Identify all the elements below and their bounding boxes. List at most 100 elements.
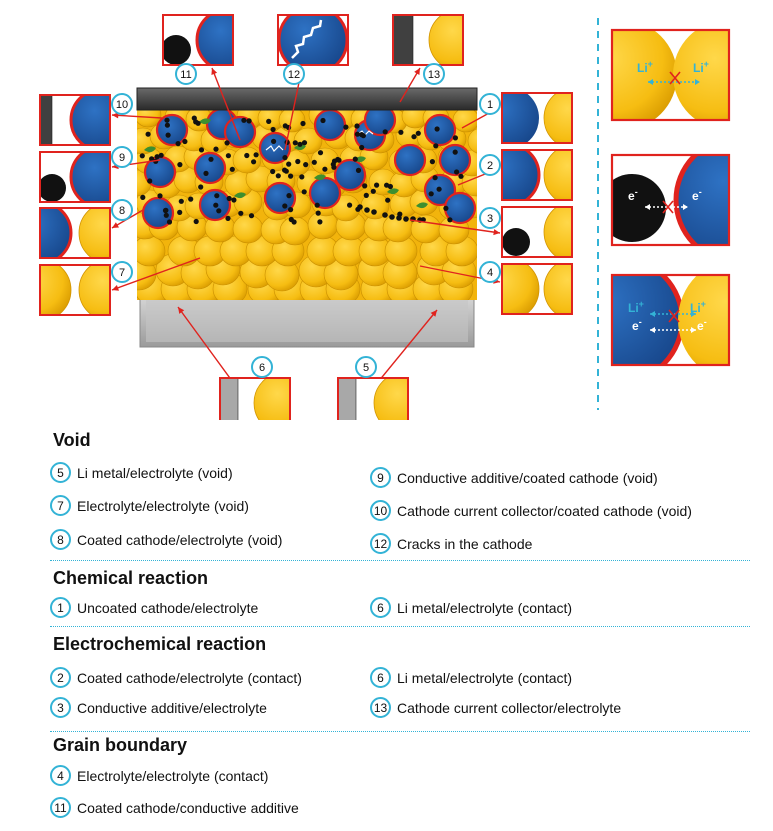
- mechanism-panels: Li+Li+e-e-Li+Li+e-e-: [610, 28, 731, 367]
- crack-line: [265, 145, 284, 152]
- conductive-additive-dot: [251, 159, 257, 165]
- conductive-additive-dot: [275, 173, 281, 179]
- cracked-cathode-particle: [278, 15, 348, 65]
- electron-label: e-: [697, 317, 707, 333]
- callout-number: 10: [116, 99, 128, 111]
- coated-cathode-particle: [673, 155, 729, 245]
- conductive-additive-dot: [447, 217, 453, 223]
- callout-number: 5: [363, 362, 369, 374]
- legend-label: Li metal/electrolyte (contact): [397, 599, 573, 616]
- binder-flake: [314, 174, 326, 181]
- callout-badge: [479, 261, 501, 283]
- conductive-additive-dot: [443, 205, 449, 211]
- callout-badge: [479, 207, 501, 229]
- conductive-additive-dot: [241, 117, 247, 123]
- section-divider: [50, 731, 750, 732]
- arrow-head: [178, 307, 185, 314]
- conductive-additive-dot: [315, 210, 321, 216]
- conductive-additive-dot: [162, 207, 169, 214]
- legend-label: Coated cathode/electrolyte (void): [77, 531, 283, 548]
- arrow-head: [493, 229, 500, 236]
- conductive-additive-dot: [354, 131, 360, 137]
- coated-cathode-particle: [155, 113, 189, 147]
- arrow-head: [691, 311, 696, 317]
- legend-label: Electrolyte/electrolyte (void): [77, 497, 249, 514]
- number-badge: 6: [370, 667, 391, 688]
- arrow-head: [645, 204, 650, 210]
- electrolyte-particle: [612, 30, 677, 120]
- collector-strip: [393, 15, 414, 65]
- conductive-additive-dot: [164, 117, 170, 123]
- callout-number: 6: [259, 362, 265, 374]
- conductive-additive-dot: [224, 140, 230, 146]
- coated-cathode-particle: [502, 93, 539, 143]
- callout-arrow: [111, 114, 163, 119]
- crack-line: [291, 19, 323, 59]
- conductive-additive-dot: [164, 122, 170, 128]
- conductive-additive-dot: [163, 212, 169, 218]
- conductive-additive-dot: [139, 153, 145, 159]
- conductive-additive-dot: [238, 210, 244, 216]
- interface-box-1: [501, 92, 573, 144]
- callout-number: 7: [119, 267, 125, 279]
- coated-cathode-particle: [193, 151, 227, 185]
- number-badge: 1: [50, 597, 71, 618]
- conductive-additive-dot: [292, 140, 298, 146]
- conductive-additive-dot: [193, 218, 199, 225]
- binder-flake: [144, 146, 156, 153]
- conductive-additive-dot: [415, 130, 421, 136]
- callout-badge: [111, 199, 133, 221]
- callout-number: 2: [487, 160, 493, 172]
- conductive-additive-dot: [317, 219, 323, 225]
- coated-cathode-particle: [40, 208, 73, 258]
- conductive-additive-dot: [331, 164, 337, 170]
- callout-badge: [479, 154, 501, 176]
- conductive-additive-particle: [502, 228, 530, 256]
- conductive-additive-dot: [288, 207, 294, 213]
- conductive-additive-dot: [158, 152, 164, 158]
- conductive-additive-dot: [253, 152, 259, 158]
- conductive-additive-dot: [384, 182, 390, 188]
- callout-number: 4: [487, 267, 493, 279]
- electrolyte-particle: [78, 208, 110, 258]
- conductive-additive-dot: [352, 156, 358, 162]
- electrolyte-particle: [232, 214, 264, 244]
- coated-cathode-particle: [195, 15, 233, 65]
- conductive-additive-dot: [154, 154, 160, 160]
- conductive-additive-dot: [454, 169, 460, 175]
- coated-cathode-particle: [612, 275, 685, 365]
- conductive-additive-dot: [191, 115, 197, 121]
- callout-number: 11: [180, 69, 191, 81]
- conductive-additive-dot: [301, 189, 307, 195]
- conductive-additive-dot: [363, 192, 369, 198]
- conductive-additive-dot: [428, 191, 434, 197]
- conductive-additive-dot: [288, 173, 294, 179]
- mechanism-panel-mixed: Li+Li+e-e-: [610, 273, 731, 367]
- conductive-additive-dot: [322, 166, 328, 172]
- arrow-head: [414, 68, 420, 75]
- composite-layer: [137, 110, 477, 300]
- conductive-additive-dot: [229, 166, 235, 172]
- conductive-additive-dot: [355, 167, 362, 173]
- conductive-additive-dot: [198, 147, 205, 153]
- callout-arrow: [399, 67, 421, 103]
- callout-badge: [355, 356, 377, 378]
- number-badge: 7: [50, 495, 71, 516]
- conductive-additive-dot: [213, 202, 219, 208]
- arrow-head: [691, 327, 696, 333]
- electrolyte-particle: [428, 15, 463, 65]
- interface-box-11: [162, 14, 234, 66]
- conductive-additive-dot: [149, 156, 155, 162]
- conductive-additive-dot: [343, 124, 349, 130]
- number-badge: 8: [50, 529, 71, 550]
- conductive-additive-dot: [246, 118, 252, 124]
- conductive-additive-dot: [452, 135, 458, 141]
- conductive-additive-dot: [452, 149, 458, 155]
